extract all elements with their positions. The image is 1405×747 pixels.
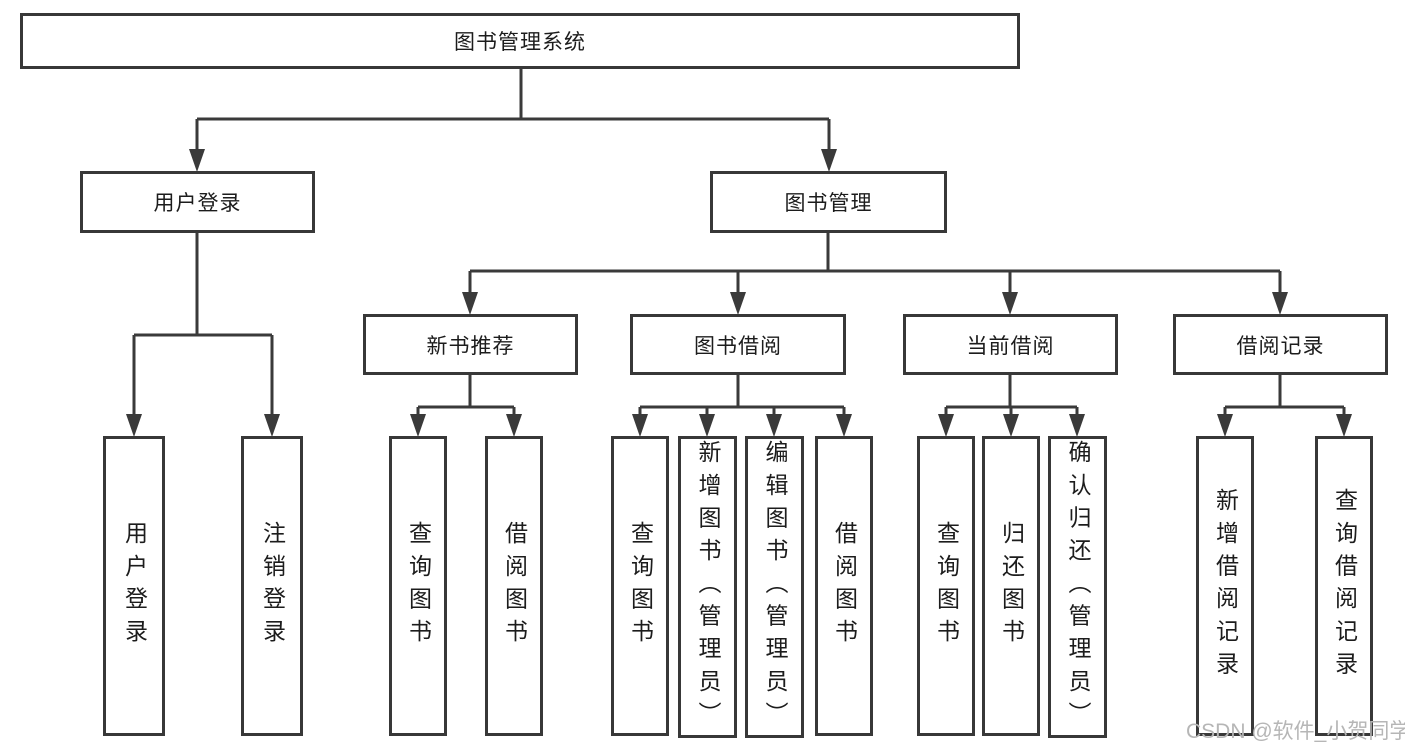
node-label: 新增借阅记录 [1212, 488, 1239, 684]
node-label: 借阅图书 [501, 520, 528, 652]
leaf-add-borrow-record: 新增借阅记录 [1196, 436, 1254, 736]
leaf-newbook-borrow-books: 借阅图书 [485, 436, 543, 736]
node-label: 归还图书 [998, 520, 1025, 652]
node-book-borrowing: 图书借阅 [630, 314, 846, 375]
node-label: 注销登录 [259, 520, 286, 652]
node-label: 查询图书 [933, 520, 960, 652]
node-label: 查询图书 [405, 520, 432, 652]
node-label: 新书推荐 [426, 334, 515, 358]
leaf-borrow-query-books: 查询图书 [611, 436, 669, 736]
leaf-confirm-return-admin: 确认归还（管理员） [1048, 436, 1107, 738]
node-library-management-system: 图书管理系统 [20, 13, 1020, 69]
leaf-query-borrow-record: 查询借阅记录 [1315, 436, 1373, 736]
csdn-watermark: CSDN @软件_小贺同学 [1186, 720, 1405, 743]
node-book-management: 图书管理 [710, 171, 947, 233]
node-label: 图书管理 [784, 192, 873, 215]
node-current-borrowing: 当前借阅 [903, 314, 1118, 375]
leaf-logout: 注销登录 [241, 436, 303, 736]
node-label: 编辑图书（管理员） [762, 440, 788, 734]
node-label: 新增图书（管理员） [695, 440, 721, 734]
leaf-user-login: 用户登录 [103, 436, 165, 736]
leaf-newbook-query-books: 查询图书 [389, 436, 447, 736]
node-label: 借阅记录 [1236, 334, 1325, 358]
leaf-return-books: 归还图书 [982, 436, 1040, 736]
node-label: 查询图书 [627, 520, 654, 652]
node-user-login-branch: 用户登录 [80, 171, 315, 233]
node-label: 确认归还（管理员） [1065, 440, 1091, 734]
node-label: 图书借阅 [694, 334, 782, 358]
leaf-edit-books-admin: 编辑图书（管理员） [745, 436, 804, 738]
node-label: 用户登录 [121, 520, 148, 652]
node-new-book-recommendation: 新书推荐 [363, 314, 578, 375]
node-label: 用户登录 [153, 192, 242, 215]
node-label: 当前借阅 [966, 334, 1055, 358]
node-borrowing-records: 借阅记录 [1173, 314, 1388, 375]
leaf-current-query-books: 查询图书 [917, 436, 975, 736]
leaf-add-books-admin: 新增图书（管理员） [678, 436, 737, 738]
leaf-borrow-books: 借阅图书 [815, 436, 873, 736]
node-label: 借阅图书 [831, 520, 858, 652]
node-label: 图书管理系统 [454, 31, 586, 54]
node-label: 查询借阅记录 [1331, 488, 1358, 684]
